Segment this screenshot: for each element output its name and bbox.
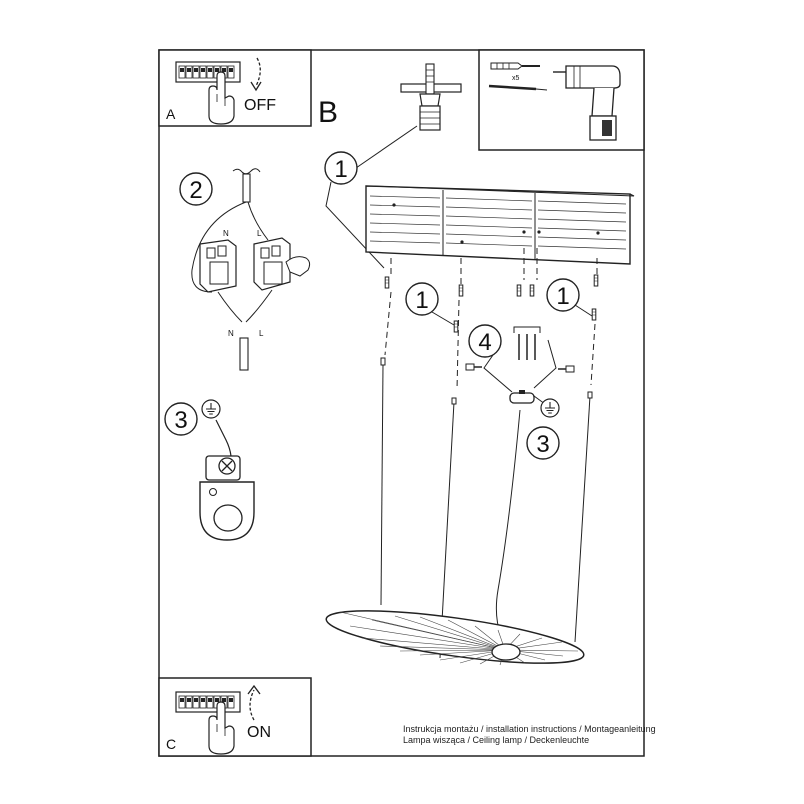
- drill-icon: [553, 65, 621, 141]
- lamp-shade: [325, 610, 585, 666]
- ground-icon: [540, 398, 560, 418]
- panel-a-letter: A: [166, 106, 176, 122]
- rotate-arrow-icon: [247, 684, 261, 721]
- step-3-callout-right: 3: [526, 426, 560, 460]
- cable-holder: [509, 390, 535, 404]
- neutral-label-bottom: N: [228, 329, 234, 338]
- step-1-callout-left: 1: [405, 282, 455, 326]
- caption: Instrukcja montażu / installation instru…: [403, 724, 656, 746]
- screwdriver-icon: [488, 84, 548, 91]
- panel-a-power-off: A OFF: [158, 49, 312, 127]
- step-3-ground-terminal: 3: [164, 399, 255, 541]
- page-frame: [158, 49, 645, 757]
- ceiling-canopy: [365, 185, 635, 265]
- step-3-number-left: 3: [174, 407, 187, 434]
- set-screw-right: [558, 365, 575, 373]
- step-1-number-left: 1: [415, 287, 428, 314]
- ceiling-screw-detail: [355, 63, 462, 169]
- caption-line-1: Instrukcja montażu / installation instru…: [403, 724, 656, 734]
- live-label-bottom: L: [259, 329, 264, 338]
- step-4-number: 4: [478, 329, 491, 356]
- step-1-callout: 1: [324, 151, 385, 269]
- ground-icon: [201, 399, 221, 419]
- set-screw-left: [465, 363, 482, 371]
- anchor-count: x5: [512, 75, 520, 82]
- breaker-icon: [175, 691, 241, 713]
- step-2-wiring: 2 N L N L: [179, 168, 311, 371]
- caption-line-2: Lampa wisząca / Ceiling lamp / Deckenleu…: [403, 735, 590, 745]
- step-4-callout: 4: [465, 324, 575, 418]
- step-1-number-right: 1: [556, 283, 569, 310]
- hand-icon: [285, 256, 311, 277]
- terminal-block-live: [253, 237, 291, 291]
- power-off-label: OFF: [244, 97, 276, 114]
- breaker-icon: [175, 61, 241, 83]
- step-1-number: 1: [334, 156, 347, 183]
- power-on-label: ON: [247, 724, 271, 741]
- panel-b-letter: B: [318, 96, 338, 129]
- tools-box: x5: [478, 49, 645, 151]
- mounting-screws: [384, 248, 598, 391]
- live-label-top: L: [257, 229, 262, 238]
- lamp-hub: [491, 643, 521, 661]
- step-3-number-right: 3: [536, 431, 549, 458]
- rotate-arrow-icon: [250, 57, 262, 92]
- panel-c-letter: C: [166, 736, 176, 752]
- step-2-number: 2: [189, 177, 202, 204]
- wall-plug-icon: [490, 62, 540, 70]
- neutral-label-top: N: [223, 229, 229, 238]
- step-1-callout-right: 1: [546, 278, 593, 317]
- panel-c-power-on: C ON: [158, 677, 312, 757]
- terminal-block-neutral: [199, 239, 237, 293]
